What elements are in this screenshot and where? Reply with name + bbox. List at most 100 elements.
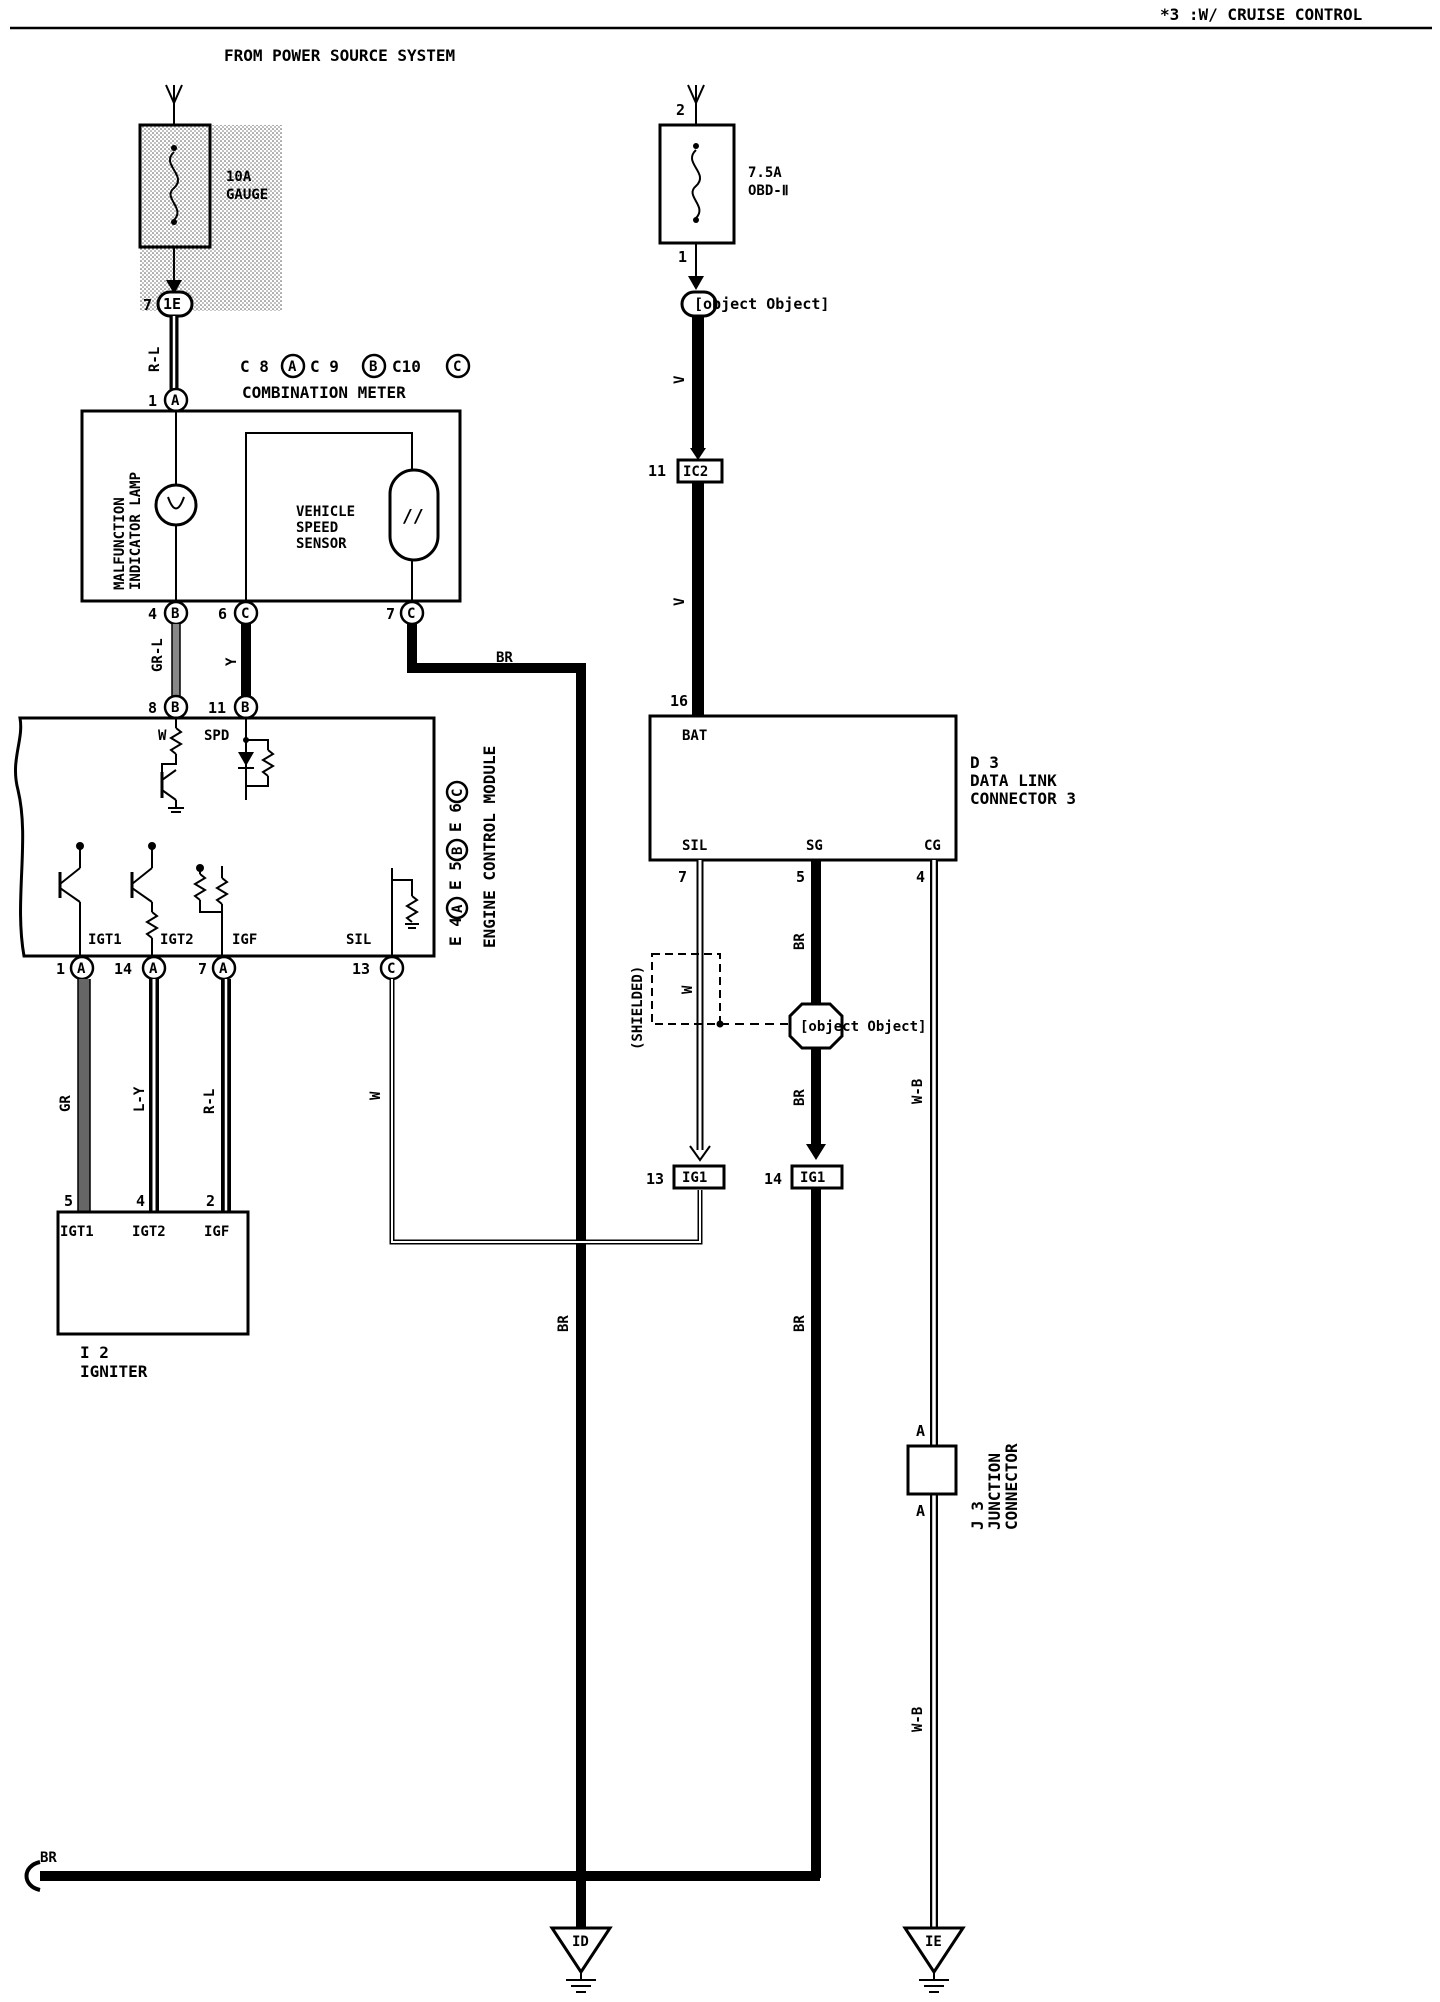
junction-name-2: CONNECTOR xyxy=(1002,1443,1021,1530)
vss-inner-box xyxy=(245,432,413,601)
wire-label-br-1: BR xyxy=(496,650,513,666)
dlc-name-1: DATA LINK xyxy=(970,771,1057,790)
wire-label-r-l-1: R-L xyxy=(147,347,163,372)
ecm-terminal-sil: SIL xyxy=(346,932,371,948)
vehicle-speed-sensor-icon xyxy=(388,468,440,562)
junction-ref: J 3 xyxy=(968,1501,987,1530)
connector-1e-code: 1E xyxy=(163,295,181,313)
ecm-ref-e4: E 4 xyxy=(446,917,465,946)
dlc-pin-7: 7 xyxy=(678,868,687,886)
dlc-pin-16: 16 xyxy=(670,692,688,710)
ecm-pin-1-letter: A xyxy=(77,961,86,977)
wire-label-y: Y xyxy=(224,657,240,666)
ecm-terminal-igt2: IGT2 xyxy=(160,932,194,948)
connector-ic2-code: IC2 xyxy=(683,464,708,480)
gauge-fuse-element xyxy=(168,151,180,221)
igniter-box xyxy=(56,1210,250,1336)
meter-ref-b: B xyxy=(369,359,377,375)
obd-fuse-pin-2: 2 xyxy=(676,101,685,119)
ecm-pin-7-letter: A xyxy=(219,961,228,977)
wire-label-v-1: V xyxy=(672,375,688,384)
wire-label-w-b-1: W-B xyxy=(910,1079,926,1104)
gauge-fuse-name: GAUGE xyxy=(226,187,268,203)
meter-pin-6-letter: C xyxy=(241,606,249,622)
connector-ig1-a xyxy=(672,1164,726,1190)
wire-w-sil xyxy=(389,979,703,1245)
dlc-pin-4: 4 xyxy=(916,868,925,886)
connector-2-code: [object Object] xyxy=(694,295,829,313)
ecm-pin-8-num: 8 xyxy=(148,699,157,717)
ground-id-icon xyxy=(566,1972,596,1993)
connector-ig1-b-code: IG1 xyxy=(800,1170,825,1186)
ecm-terminal-spd: SPD xyxy=(204,728,229,744)
junction-connector-box xyxy=(906,1444,958,1496)
ecm-title: ENGINE CONTROL MODULE xyxy=(480,746,499,948)
wire-label-w-b-2: W-B xyxy=(910,1707,926,1732)
igniter-pin-4: 4 xyxy=(136,1192,145,1210)
ecm-terminal-igt1: IGT1 xyxy=(88,932,122,948)
ecm-ref-e5: E 5 xyxy=(446,861,465,890)
ecm-terminal-w: W xyxy=(158,728,167,744)
meter-mil-label-1: MALFUNCTION xyxy=(112,497,128,590)
wire-label-r-l-2: R-L xyxy=(202,1089,218,1114)
igniter-name: IGNITER xyxy=(80,1362,148,1381)
wire-label-gr: GR xyxy=(58,1095,74,1112)
pin-1e-num: 7 xyxy=(143,296,152,314)
wire-label-br-4: BR xyxy=(792,1089,808,1106)
meter-ref-a: A xyxy=(288,359,297,375)
meter-title: COMBINATION METER xyxy=(242,383,406,402)
ecm-pin-14-letter: A xyxy=(149,961,158,977)
connector-ic2-pin: 11 xyxy=(648,462,666,480)
vss-label-2: SPEED xyxy=(296,520,338,536)
ecm-ref-a: A xyxy=(450,904,466,913)
power-source-label: FROM POWER SOURCE SYSTEM xyxy=(224,46,455,65)
meter-mil-label-2: INDICATOR LAMP xyxy=(128,472,144,590)
igniter-pin-5: 5 xyxy=(64,1192,73,1210)
header-note: *3 :W/ CRUISE CONTROL xyxy=(1160,5,1362,24)
ground-ie-label: IE xyxy=(925,1934,942,1950)
igniter-ref: I 2 xyxy=(80,1343,109,1362)
connector-ig1-b-pin: 14 xyxy=(764,1170,782,1188)
meter-pin-1-letter: A xyxy=(171,393,180,409)
engine-control-module-box xyxy=(13,716,436,958)
meter-pin-1-num: 1 xyxy=(148,392,157,410)
ecm-ref-c: C xyxy=(450,789,466,797)
connector-ig1-a-pin: 13 xyxy=(646,1170,664,1188)
vss-label-1: VEHICLE xyxy=(296,504,355,520)
meter-pin-7-letter: C xyxy=(407,606,415,622)
meter-ref-c: C xyxy=(453,359,461,375)
dlc-terminal-bat: BAT xyxy=(682,728,707,744)
ground-ie-triangle xyxy=(902,1926,966,1975)
dlc-pin-5: 5 xyxy=(796,868,805,886)
wire-label-br-5: BR xyxy=(792,1315,808,1332)
ecm-refs: E 4 xyxy=(446,917,465,946)
wire-label-br-2: BR xyxy=(556,1315,572,1332)
shielded-label: (SHIELDED) xyxy=(630,966,646,1050)
ecm-terminal-igf: IGF xyxy=(232,932,257,948)
obd-fuse-pin-1: 1 xyxy=(678,248,687,266)
igniter-terminal-igf: IGF xyxy=(204,1224,229,1240)
combination-meter-box xyxy=(80,409,462,603)
dlc-terminal-cg: CG xyxy=(924,838,941,854)
igniter-terminal-igt1: IGT1 xyxy=(60,1224,94,1240)
ground-ie-icon xyxy=(919,1972,949,1993)
meter-ref-c10: C10 xyxy=(392,357,421,376)
wire-label-w-2: W xyxy=(680,985,696,994)
ecm-ref-b: B xyxy=(450,847,466,855)
splice-i15-code: [object Object] xyxy=(800,1019,926,1035)
wire-label-br-bottom: BR xyxy=(40,1850,57,1866)
vss-symbol: // xyxy=(402,506,424,527)
ecm-pin-13-letter: C xyxy=(387,961,395,977)
ground-id-label: ID xyxy=(572,1934,589,1950)
ecm-ref-e6: E 6 xyxy=(446,803,465,832)
ecm-pin-11-letter: B xyxy=(241,700,249,716)
meter-pin-4-letter: B xyxy=(171,606,179,622)
ecm-pin-7-num: 7 xyxy=(198,960,207,978)
junction-pin-top: A xyxy=(916,1422,925,1440)
data-link-connector-box xyxy=(648,714,958,862)
ground-id-triangle xyxy=(549,1926,613,1975)
malfunction-indicator-lamp-icon xyxy=(154,483,198,527)
meter-pin-6-num: 6 xyxy=(218,605,227,623)
shield-box xyxy=(651,953,721,1025)
obd-fuse-element xyxy=(690,149,702,219)
